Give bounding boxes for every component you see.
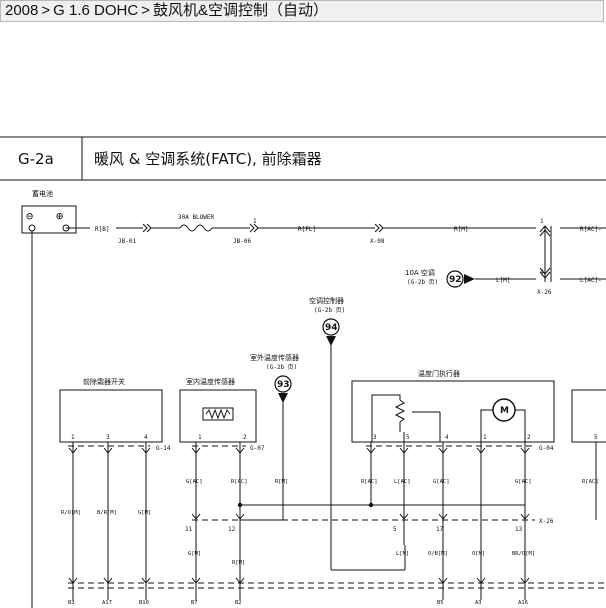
pin-number: 5 xyxy=(594,434,598,441)
breadcrumb-engine[interactable]: G 1.6 DOHC xyxy=(53,2,139,19)
connector-glyphs xyxy=(68,223,551,584)
connector-id: G-04 xyxy=(539,445,554,452)
page-ref-badge[interactable] xyxy=(322,318,340,336)
pin-number: 5 xyxy=(406,434,410,441)
wire-label: L[M] xyxy=(496,277,510,284)
wire-label: G[AC] xyxy=(515,479,532,485)
connector-id: JB-01 xyxy=(118,238,136,245)
page-ref-number: 92 xyxy=(449,275,462,285)
pin-number: B10 xyxy=(139,600,149,606)
wire-label: R[AC] xyxy=(361,479,378,485)
pin-number: 3 xyxy=(106,434,110,441)
wire-label: G[AC] xyxy=(186,479,203,485)
wire-label: BR/O[M] xyxy=(512,551,535,557)
pin-number: 4 xyxy=(445,434,449,441)
battery-minus-icon: ⊖ xyxy=(26,209,33,223)
wire-label: G[M] xyxy=(188,551,201,557)
pin-number: 11 xyxy=(185,526,193,533)
defrost-switch-label: 前除霜器开关 xyxy=(83,377,125,386)
pin-number: 5 xyxy=(393,526,397,533)
pin-number: 4 xyxy=(144,434,148,441)
pin-number: 1 xyxy=(253,218,257,225)
motor-icon xyxy=(492,398,516,422)
wire-label: R[B] xyxy=(95,226,109,233)
pin-number: 1 xyxy=(198,434,202,441)
pin-number: B5 xyxy=(437,600,444,606)
temp-actuator-label: 温度门执行器 xyxy=(418,369,460,378)
ref-ac10-sub: (G-2b 页) xyxy=(407,279,438,286)
page-ref-badge[interactable] xyxy=(446,270,464,288)
pin-number: A17 xyxy=(102,600,112,606)
battery-plus-icon: ⊕ xyxy=(56,209,63,223)
ref-outdoor-sub: (G-2b 页) xyxy=(266,364,297,371)
pin-number: A3 xyxy=(475,600,482,606)
battery-box xyxy=(21,205,77,234)
wire-label: O[M] xyxy=(472,551,485,557)
ref-outdoor-label: 室外温度传感器 xyxy=(250,353,299,362)
wire-label: R/O[M] xyxy=(61,510,81,516)
pin-number: B2 xyxy=(235,600,242,606)
fuse-label: 30A BLOWER xyxy=(178,214,215,221)
ref-ac10-label: 10A 空调 xyxy=(405,268,435,277)
wire-label: R[AC] xyxy=(582,479,599,485)
pin-number: B3 xyxy=(68,600,75,606)
pin-number: 4 xyxy=(540,269,544,276)
wire-label: L[M] xyxy=(396,551,409,557)
wire-label: R[AC]- xyxy=(580,226,602,233)
wire-label: G[M] xyxy=(138,510,151,516)
connector-id: X-26 xyxy=(537,289,552,296)
wire-label: L[AC] xyxy=(394,479,411,485)
junction-dot xyxy=(237,502,243,508)
connector-id: G-14 xyxy=(156,445,171,452)
page-ref-number: 93 xyxy=(277,380,290,390)
pin-number: 2 xyxy=(527,434,531,441)
pin-number: 3 xyxy=(373,434,377,441)
breadcrumb: 2008>G 1.6 DOHC>鼓风机&空调控制（自动） xyxy=(0,0,604,22)
wire-label: R[M] xyxy=(275,479,288,485)
wire-label: R[AC] xyxy=(231,479,248,485)
page-id: G-2a xyxy=(18,150,54,168)
pin-number: 1 xyxy=(71,434,75,441)
battery-terminal-icon xyxy=(28,224,36,232)
pin-number: 13 xyxy=(515,526,523,533)
connector-id: X-26 xyxy=(539,518,554,525)
wire-label: R[FL] xyxy=(298,226,316,233)
motor-label: M xyxy=(500,406,509,416)
pin-number: B7 xyxy=(191,600,198,606)
pin-number: 17 xyxy=(436,526,444,533)
pin-number: 1 xyxy=(540,218,544,225)
wire-label: R[M] xyxy=(232,560,245,566)
ref-controller-sub: (G-2b 页) xyxy=(314,307,345,314)
pin-number: 12 xyxy=(228,526,236,533)
wire-label: O/B[M] xyxy=(428,551,448,557)
diagram-header xyxy=(0,136,606,181)
ref-controller-label: 空调控制器 xyxy=(309,296,344,305)
connector-id: JB-06 xyxy=(233,238,251,245)
pin-number: A16 xyxy=(518,600,528,606)
page-ref-number: 94 xyxy=(325,323,338,333)
wire-label: R[M] xyxy=(454,226,468,233)
wire-lines xyxy=(31,224,606,608)
pin-number: 2 xyxy=(243,434,247,441)
battery-label: 蓄电池 xyxy=(32,189,53,198)
breadcrumb-model-year[interactable]: 2008 xyxy=(5,2,39,19)
indoor-sensor-label: 室内温度传感器 xyxy=(186,377,235,386)
pin-number: 1 xyxy=(483,434,487,441)
wire-label: B/R[M] xyxy=(97,510,117,516)
wire-label: G[AC] xyxy=(433,479,450,485)
page-ref-badge[interactable] xyxy=(274,375,292,393)
breadcrumb-system[interactable]: 鼓风机&空调控制（自动） xyxy=(152,2,328,19)
connector-id: X-08 xyxy=(370,238,385,245)
diagram-title: 暖风 & 空调系统(FATC), 前除霜器 xyxy=(94,150,322,168)
wire-label: L[AC]- xyxy=(580,277,602,284)
breadcrumb-separator: > xyxy=(41,2,51,19)
connector-id: G-07 xyxy=(250,445,265,452)
arrow-down-icon xyxy=(278,393,288,403)
junction-dot xyxy=(368,502,374,508)
breadcrumb-separator: > xyxy=(141,2,150,19)
arrow-down-icon xyxy=(326,336,336,346)
arrow-right-icon xyxy=(464,274,475,284)
